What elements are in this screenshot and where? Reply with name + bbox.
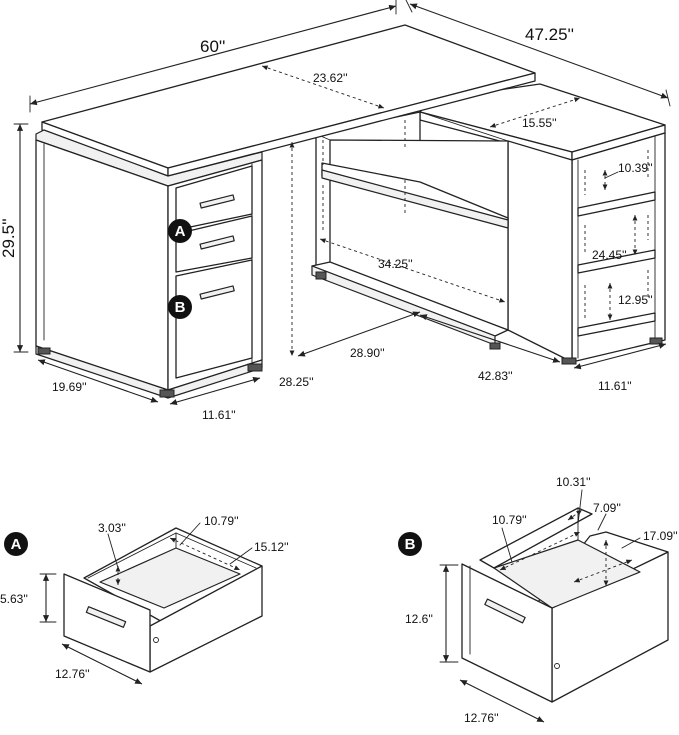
open-shelf-middle-front bbox=[321, 169, 509, 229]
desk-illustration bbox=[35, 24, 666, 399]
label-shelf-gap-bottom: 12.95'' bbox=[618, 293, 653, 307]
label-knee-height: 28.25'' bbox=[279, 375, 314, 389]
badge-a-large: A bbox=[4, 532, 28, 556]
label-return-top-depth: 15.55'' bbox=[522, 116, 557, 130]
return-shelf-1 bbox=[577, 191, 656, 217]
drawer-a-dimensions: 5.63'' 12.76'' 3.03'' 10.79'' 15.12'' bbox=[0, 514, 289, 685]
drawer-a-illustration bbox=[63, 527, 263, 673]
return-shelf-3 bbox=[577, 312, 656, 337]
label-drawer-b-height: 12.6'' bbox=[405, 612, 433, 626]
pedestal-drawer-1 bbox=[175, 165, 253, 231]
drawer-handle bbox=[199, 194, 235, 209]
foot bbox=[315, 271, 327, 280]
label-overall-width: 60'' bbox=[200, 37, 225, 56]
drawer-b-dimensions: 12.6'' 12.76'' 10.79'' 10.31'' 7.09'' 17… bbox=[405, 475, 678, 725]
drawer-a-handle bbox=[85, 606, 127, 628]
badge-b-large: B bbox=[398, 532, 422, 556]
foot bbox=[649, 337, 663, 345]
label-drawer-a-height: 5.63'' bbox=[0, 592, 28, 606]
foot bbox=[159, 389, 175, 398]
label-shelf-gap-mid: 24.45'' bbox=[592, 248, 627, 262]
label-open-width: 34.25'' bbox=[378, 257, 413, 271]
label-drawer-b-width: 12.76'' bbox=[464, 711, 499, 725]
label-overall-height: 29.5'' bbox=[0, 218, 18, 258]
label-return-length: 42.83'' bbox=[478, 369, 513, 383]
label-drawer-b-inner-height: 7.09'' bbox=[593, 501, 621, 515]
foot bbox=[561, 357, 577, 365]
foot bbox=[37, 347, 51, 355]
svg-text:B: B bbox=[175, 299, 186, 316]
return-shelf-2 bbox=[577, 249, 656, 274]
label-shelf-gap-top: 10.39'' bbox=[618, 161, 653, 175]
drawer-b-illustration bbox=[461, 507, 669, 703]
pedestal-drawer-3 bbox=[175, 259, 253, 379]
foot bbox=[247, 363, 263, 372]
label-knee-width: 28.90'' bbox=[350, 346, 385, 360]
label-return-depth: 47.25'' bbox=[525, 25, 574, 44]
drawer-b-front bbox=[461, 563, 553, 703]
badge-b: B bbox=[168, 295, 192, 319]
svg-text:B: B bbox=[405, 536, 416, 553]
label-return-width: 11.61'' bbox=[598, 379, 632, 393]
foot bbox=[489, 342, 501, 350]
desk-dimensions: 60'' 47.25'' 29.5'' 23.62'' 15.55'' 10.3… bbox=[0, 0, 671, 422]
label-drawer-b-depth: 17.09'' bbox=[643, 529, 678, 543]
drawer-b-handle bbox=[484, 598, 526, 624]
label-drawer-a-width: 12.76'' bbox=[55, 667, 90, 681]
return-front-panel bbox=[507, 140, 573, 363]
label-top-depth: 23.62'' bbox=[313, 71, 348, 85]
drawer-handle bbox=[199, 285, 235, 300]
badge-a: A bbox=[168, 219, 192, 243]
svg-text:A: A bbox=[11, 536, 22, 553]
label-drawer-a-depth: 15.12'' bbox=[254, 540, 289, 554]
label-drawer-a-inner-width: 10.79'' bbox=[204, 514, 239, 528]
label-drawer-b-inner-width: 10.79'' bbox=[492, 513, 527, 527]
label-pedestal-width: 11.61'' bbox=[202, 408, 236, 422]
label-drawer-a-inner-height: 3.03'' bbox=[98, 521, 126, 535]
peg-holes bbox=[584, 150, 649, 318]
drawer-handle bbox=[199, 235, 235, 250]
label-pedestal-depth: 19.69'' bbox=[52, 380, 87, 394]
svg-text:A: A bbox=[175, 223, 186, 240]
label-drawer-b-inner-depth-top: 10.31'' bbox=[556, 475, 591, 489]
